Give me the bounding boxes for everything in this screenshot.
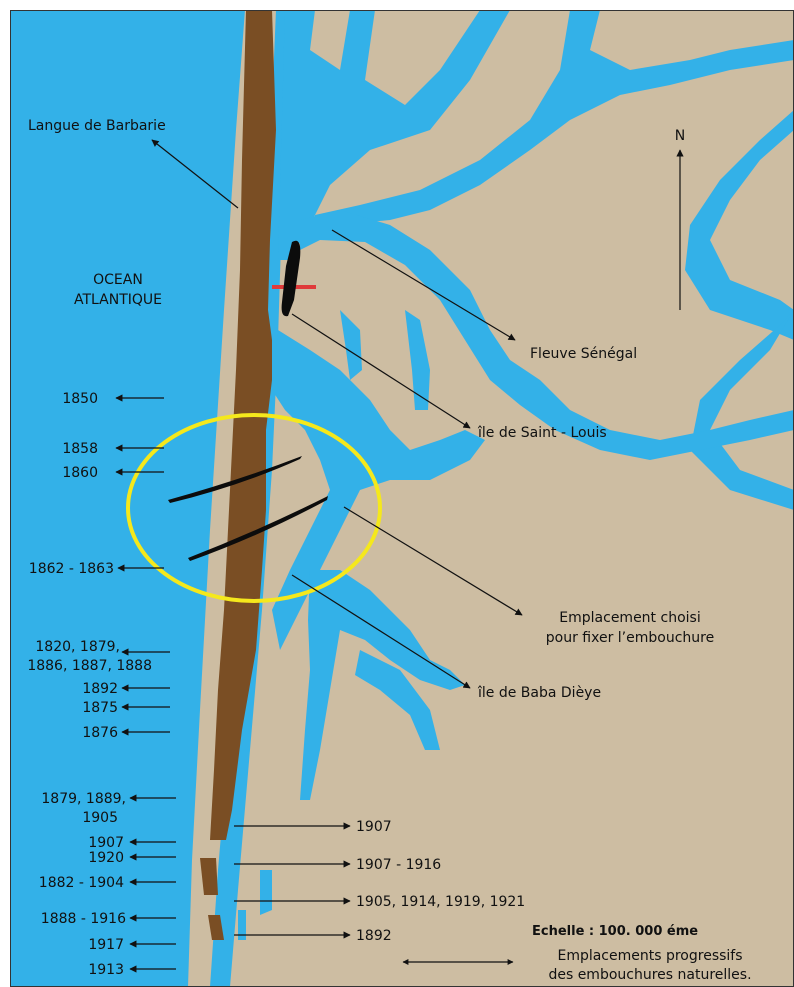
label-emplacement-2: pour fixer l’embouchure	[546, 630, 714, 646]
spit-fragment-2	[208, 915, 224, 940]
year-left: 1876	[82, 725, 118, 741]
tiny-islets	[238, 870, 272, 940]
label-emplacement-1: Emplacement choisi	[559, 610, 700, 626]
year-left: 1905	[82, 810, 118, 826]
river-branch-north	[310, 10, 794, 235]
year-left: 1886, 1887, 1888	[27, 658, 152, 674]
pointer-ile-baba-dieye	[291, 574, 471, 689]
year-left: 1879, 1889,	[41, 791, 126, 807]
legend-line-1: Emplacements progressifs	[557, 948, 742, 964]
left-year-arrows	[115, 394, 176, 973]
langue-de-barbarie-spit	[210, 10, 276, 840]
label-ocean: OCEAN	[93, 272, 143, 288]
lower-channels	[300, 570, 465, 800]
highlight-circle	[126, 413, 382, 603]
pointer-ile-saint-louis	[291, 313, 471, 429]
label-ile-baba-dieye: île de Baba Dièye	[477, 685, 601, 701]
side-branch-b	[405, 310, 430, 410]
lower-branch	[355, 650, 440, 750]
label-ile-saint-louis: île de Saint - Louis	[477, 425, 607, 441]
label-atlantique: ATLANTIQUE	[74, 292, 162, 308]
left-year-labels: 1850 1858 1860 1862 - 1863 1820, 1879, 1…	[27, 391, 152, 978]
east-meander-lower	[690, 310, 794, 510]
chosen-channel-line-upper	[168, 456, 302, 503]
pointer-fleuve-senegal	[331, 229, 516, 341]
year-left: 1858	[62, 441, 98, 457]
right-year-labels: 1907 1907 - 1916 1905, 1914, 1919, 1921 …	[356, 819, 525, 944]
mid-channels	[272, 330, 485, 650]
spit-fragment-1	[200, 858, 218, 895]
pointer-lines	[151, 139, 684, 965]
embouchure-map: Langue de Barbarie OCEAN ATLANTIQUE Fleu…	[10, 10, 794, 987]
year-right: 1907	[356, 819, 392, 835]
year-left: 1917	[88, 937, 124, 953]
right-year-arrows	[234, 822, 351, 939]
east-meander	[685, 110, 794, 340]
year-right: 1907 - 1916	[356, 857, 441, 873]
year-left: 1860	[62, 465, 98, 481]
saint-louis-island	[281, 240, 301, 317]
pointer-emplacement	[343, 506, 523, 616]
year-left: 1892	[82, 681, 118, 697]
upper-delta	[278, 10, 510, 260]
label-langue-de-barbarie: Langue de Barbarie	[28, 118, 166, 134]
year-right: 1892	[356, 928, 392, 944]
label-fleuve-senegal: Fleuve Sénégal	[530, 346, 637, 362]
year-left: 1820, 1879,	[35, 639, 120, 655]
year-left: 1862 - 1863	[29, 561, 114, 577]
legend-line-2: des embouchures naturelles.	[548, 967, 751, 983]
year-left: 1920	[88, 850, 124, 866]
year-left: 1913	[88, 962, 124, 978]
year-left: 1850	[62, 391, 98, 407]
north-label: N	[675, 128, 685, 144]
side-branch-a	[340, 310, 362, 380]
year-left: 1882 - 1904	[39, 875, 124, 891]
pointer-langue-de-barbarie	[151, 139, 239, 209]
senegal-river	[300, 210, 794, 460]
chosen-channel-line-lower	[188, 496, 328, 561]
legend-scale: Echelle : 100. 000 éme	[532, 924, 698, 939]
year-left: 1888 - 1916	[41, 911, 126, 927]
year-left: 1875	[82, 700, 118, 716]
year-right: 1905, 1914, 1919, 1921	[356, 894, 525, 910]
year-left: 1907	[88, 835, 124, 851]
